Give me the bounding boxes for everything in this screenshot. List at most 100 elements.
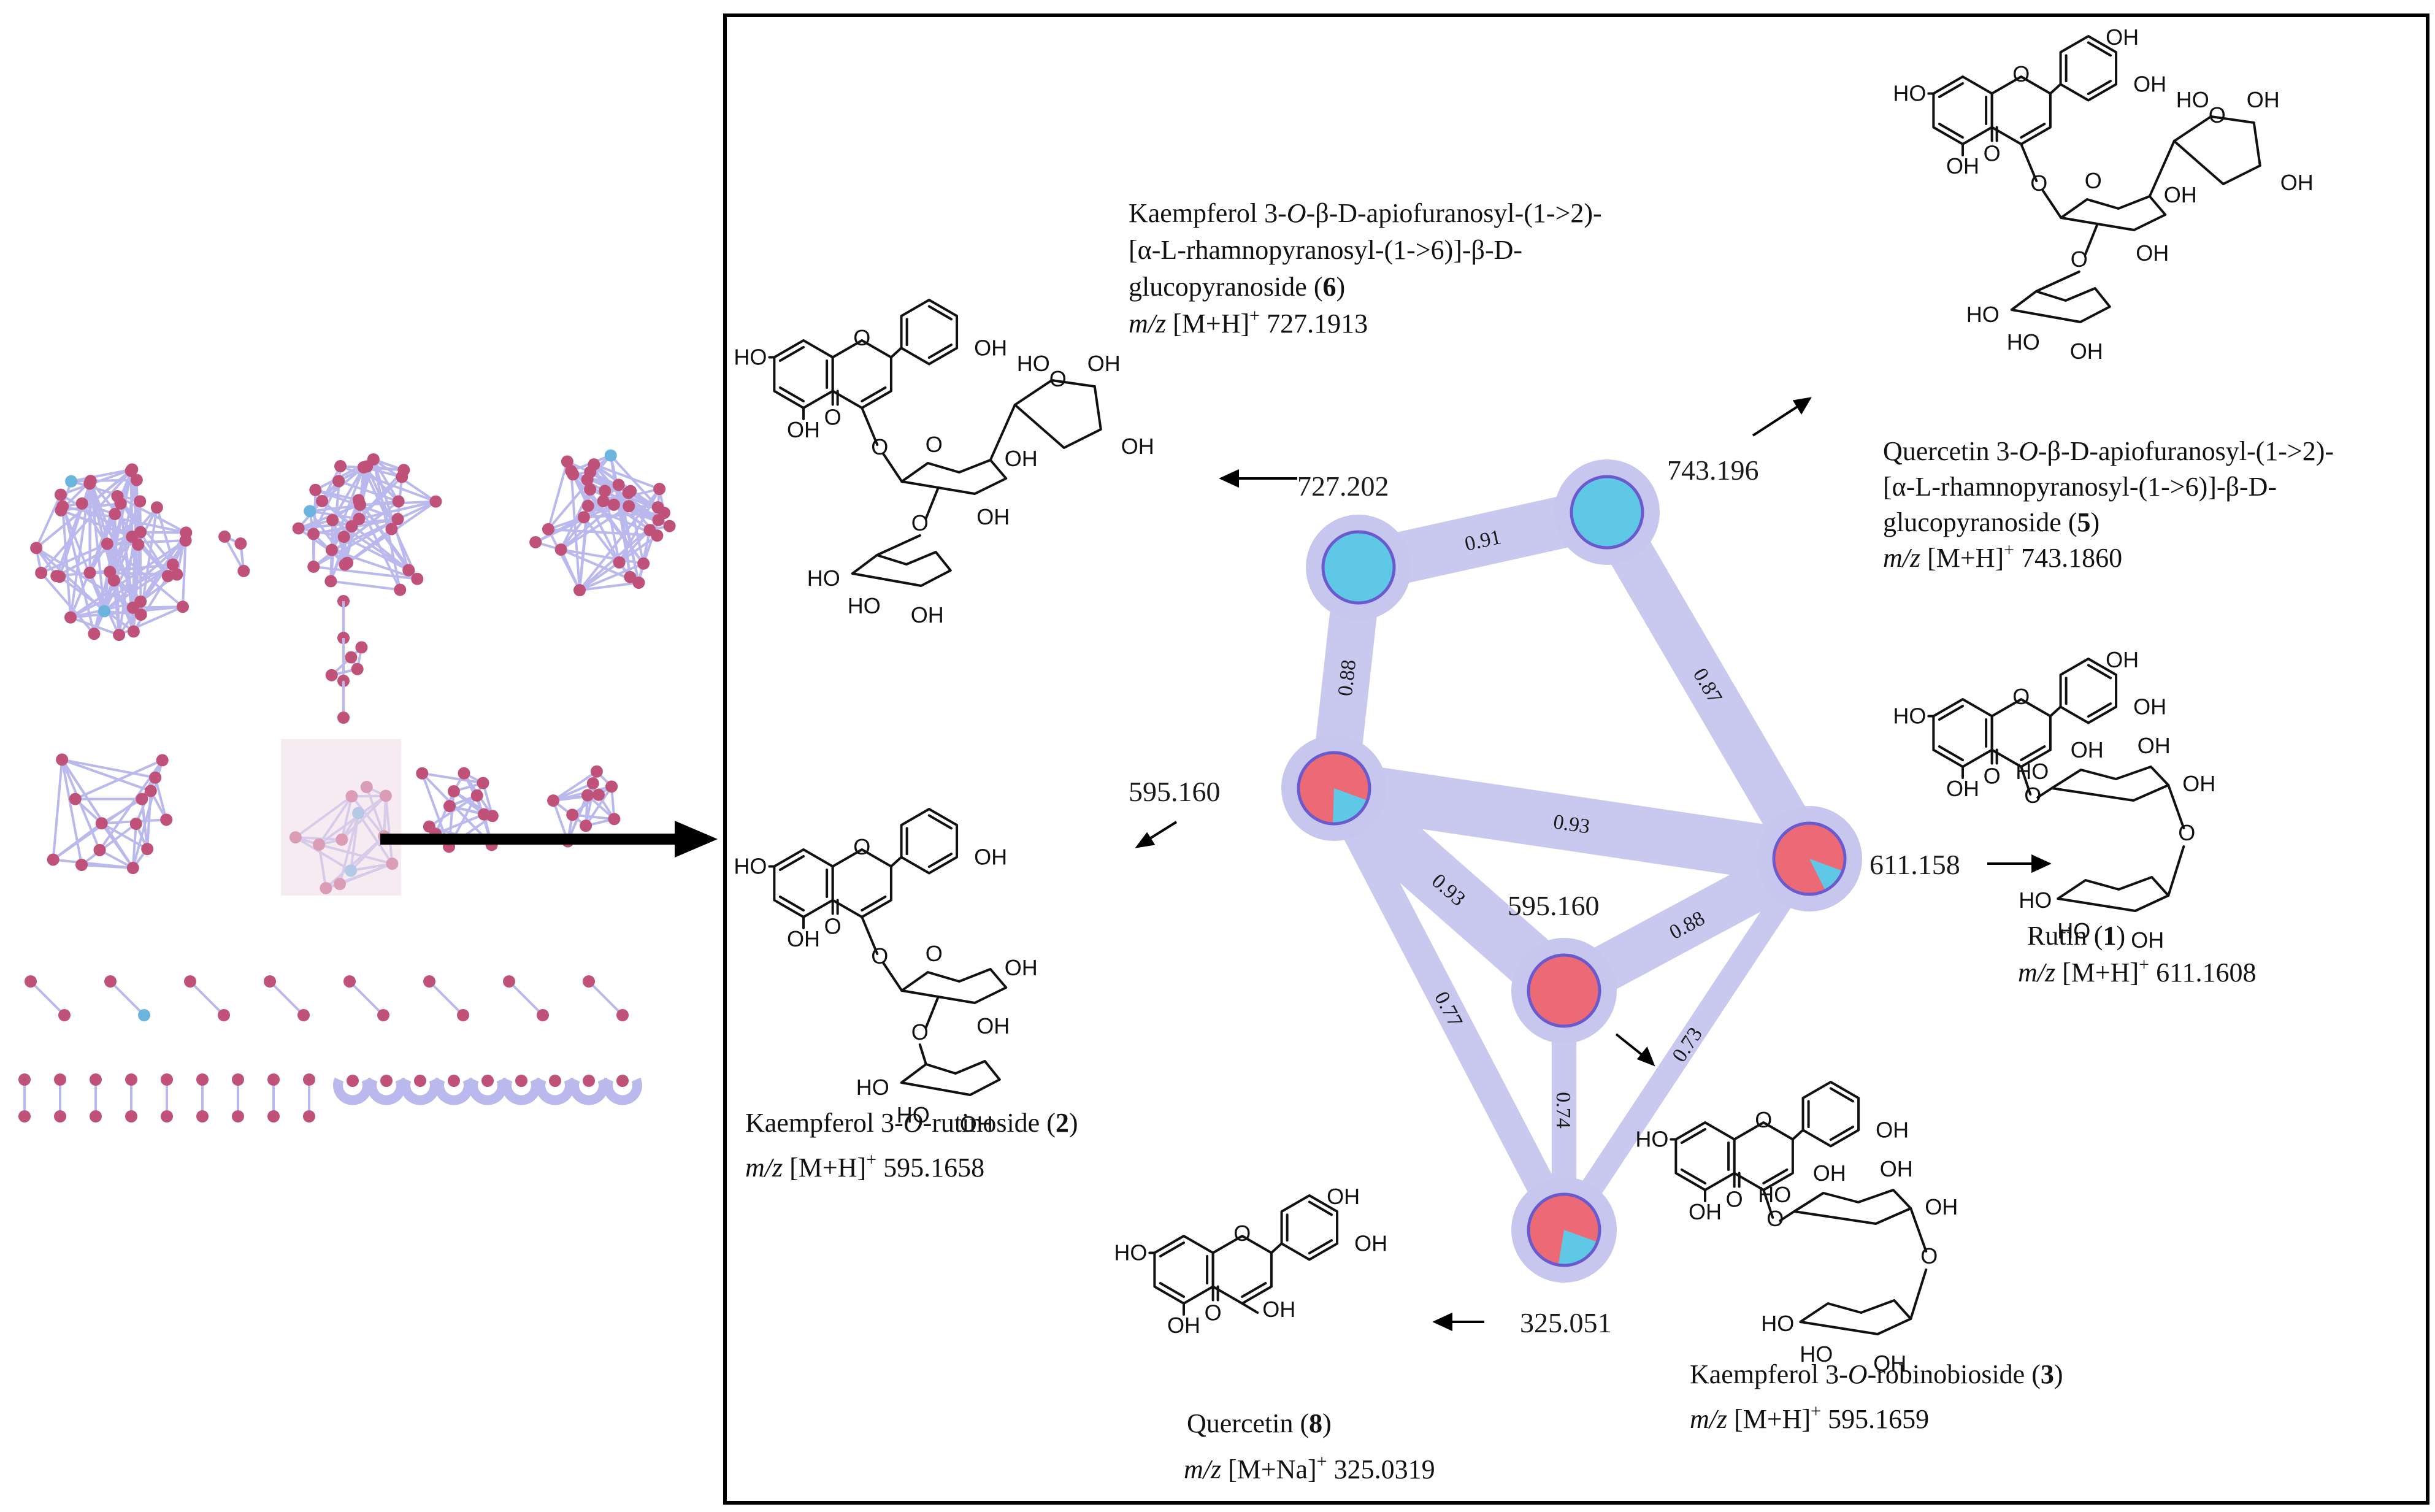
sugar-ring (2060, 195, 2167, 231)
atom-label: OH (2133, 71, 2166, 96)
bond (2049, 83, 2062, 95)
overview-node (160, 813, 173, 826)
overview-node (104, 566, 117, 578)
atom-label: HO (1893, 704, 1926, 729)
overview-edge (362, 466, 400, 502)
c6-line1-italic: O (1287, 198, 1306, 228)
atom-label: OH (1121, 434, 1154, 459)
atom-label: OH (1873, 1351, 1906, 1376)
overview-edge (593, 463, 660, 491)
atom-label: O (1766, 1206, 1784, 1231)
c6-ion: [M+H] (1173, 309, 1249, 339)
overview-edge (561, 548, 644, 565)
atom-label: OH (1005, 446, 1038, 471)
overview-node (90, 1110, 102, 1122)
atom-label: OH (2071, 737, 2104, 762)
overview-node (196, 1110, 209, 1122)
overview-node (623, 500, 635, 513)
overview-node (267, 1073, 280, 1086)
overview-node (126, 601, 139, 614)
atom-label: OH (1262, 1297, 1295, 1322)
overview-edge (338, 480, 399, 503)
overview-node (325, 669, 338, 681)
overview-node (125, 1073, 137, 1086)
c3-close: ) (2054, 1359, 2063, 1389)
overview-edge (109, 980, 145, 1016)
overview-node (377, 1009, 389, 1021)
overview-edge (113, 513, 121, 635)
svg-text:glucopyranoside (5): glucopyranoside (5) (1883, 507, 2099, 537)
atom-label: O (2178, 820, 2195, 845)
sugar-ring (2010, 287, 2111, 323)
compound-8-caption: Quercetin (8) m/z [M+Na]+ 325.0319 (1184, 1408, 1435, 1484)
overview-node (477, 777, 489, 789)
overview-edge (331, 500, 437, 551)
node-ring-n743 (1570, 475, 1644, 550)
edge-score-label: 0.93 (1552, 810, 1591, 838)
bond (2148, 140, 2176, 198)
bond (882, 962, 903, 992)
overview-edge (132, 575, 169, 632)
svg-text:m/z [M+H]+ 595.1659: m/z [M+H]+ 595.1659 (1690, 1401, 1929, 1434)
double-bond (1938, 705, 1964, 721)
double-bond (1680, 1169, 1706, 1184)
overview-node (138, 1009, 150, 1021)
sugar-ring (2057, 876, 2170, 912)
overview-node (93, 843, 106, 856)
overview-edge (101, 797, 143, 824)
overview-node (54, 1110, 66, 1122)
overview-edge (69, 539, 186, 619)
overview-node (156, 754, 169, 767)
sugar-ring (851, 551, 952, 587)
overview-node (613, 556, 626, 569)
bond (2041, 189, 2063, 219)
edge-score-label: 0.74 (1552, 1092, 1574, 1129)
overview-node (332, 475, 345, 488)
c5-line1: Quercetin 3- (1883, 436, 2019, 466)
c8-mz: m/z (1184, 1454, 1221, 1484)
overview-node (54, 488, 67, 501)
double-bond (861, 386, 887, 402)
atom-label: HO (1761, 1311, 1794, 1336)
overview-node (161, 1110, 173, 1122)
overview-node (303, 1073, 315, 1086)
arrow-611 (1987, 854, 2052, 873)
atom-label: O (2085, 168, 2102, 193)
c2-name-rest: -rutinoside ( (923, 1108, 1056, 1138)
node-slice-red-n595b (1528, 955, 1600, 1026)
ring-bond (900, 808, 959, 875)
atom-label: O (853, 325, 870, 350)
overview-edge (372, 458, 400, 502)
overview-node (83, 566, 96, 579)
overview-node (566, 808, 579, 821)
c6-mz: m/z (1129, 309, 1166, 339)
ring-bond (900, 299, 959, 366)
overview-edge (61, 759, 83, 865)
overview-edge (331, 467, 365, 551)
overview-edge (583, 512, 665, 519)
overview-edge (315, 488, 359, 502)
overview-edge (53, 858, 133, 870)
atom-label: O (2209, 102, 2226, 128)
node-label-595-lower: 595.160 (1508, 890, 1600, 921)
edge-score-label: 0.88 (1334, 659, 1360, 697)
atom-label: O (824, 914, 842, 939)
double-bond (1241, 1282, 1267, 1298)
overview-node (581, 473, 594, 486)
overview-node (98, 605, 111, 618)
overview-edge (61, 505, 105, 612)
atom-label: O (824, 405, 842, 430)
overview-edge (428, 980, 464, 1016)
atom-label: O (2012, 684, 2030, 709)
overview-node (423, 975, 435, 988)
c3-name: Kaempferol 3- (1690, 1359, 1848, 1389)
overview-edge (579, 562, 644, 591)
svg-text:Rutin (1): Rutin (1) (2027, 921, 2125, 951)
bond (1241, 1302, 1259, 1314)
overview-edge (332, 519, 410, 572)
overview-node (385, 523, 398, 535)
overview-node (264, 975, 276, 988)
sugar-ring (900, 968, 1008, 1004)
overview-node (218, 530, 231, 543)
double-bond (927, 814, 953, 830)
